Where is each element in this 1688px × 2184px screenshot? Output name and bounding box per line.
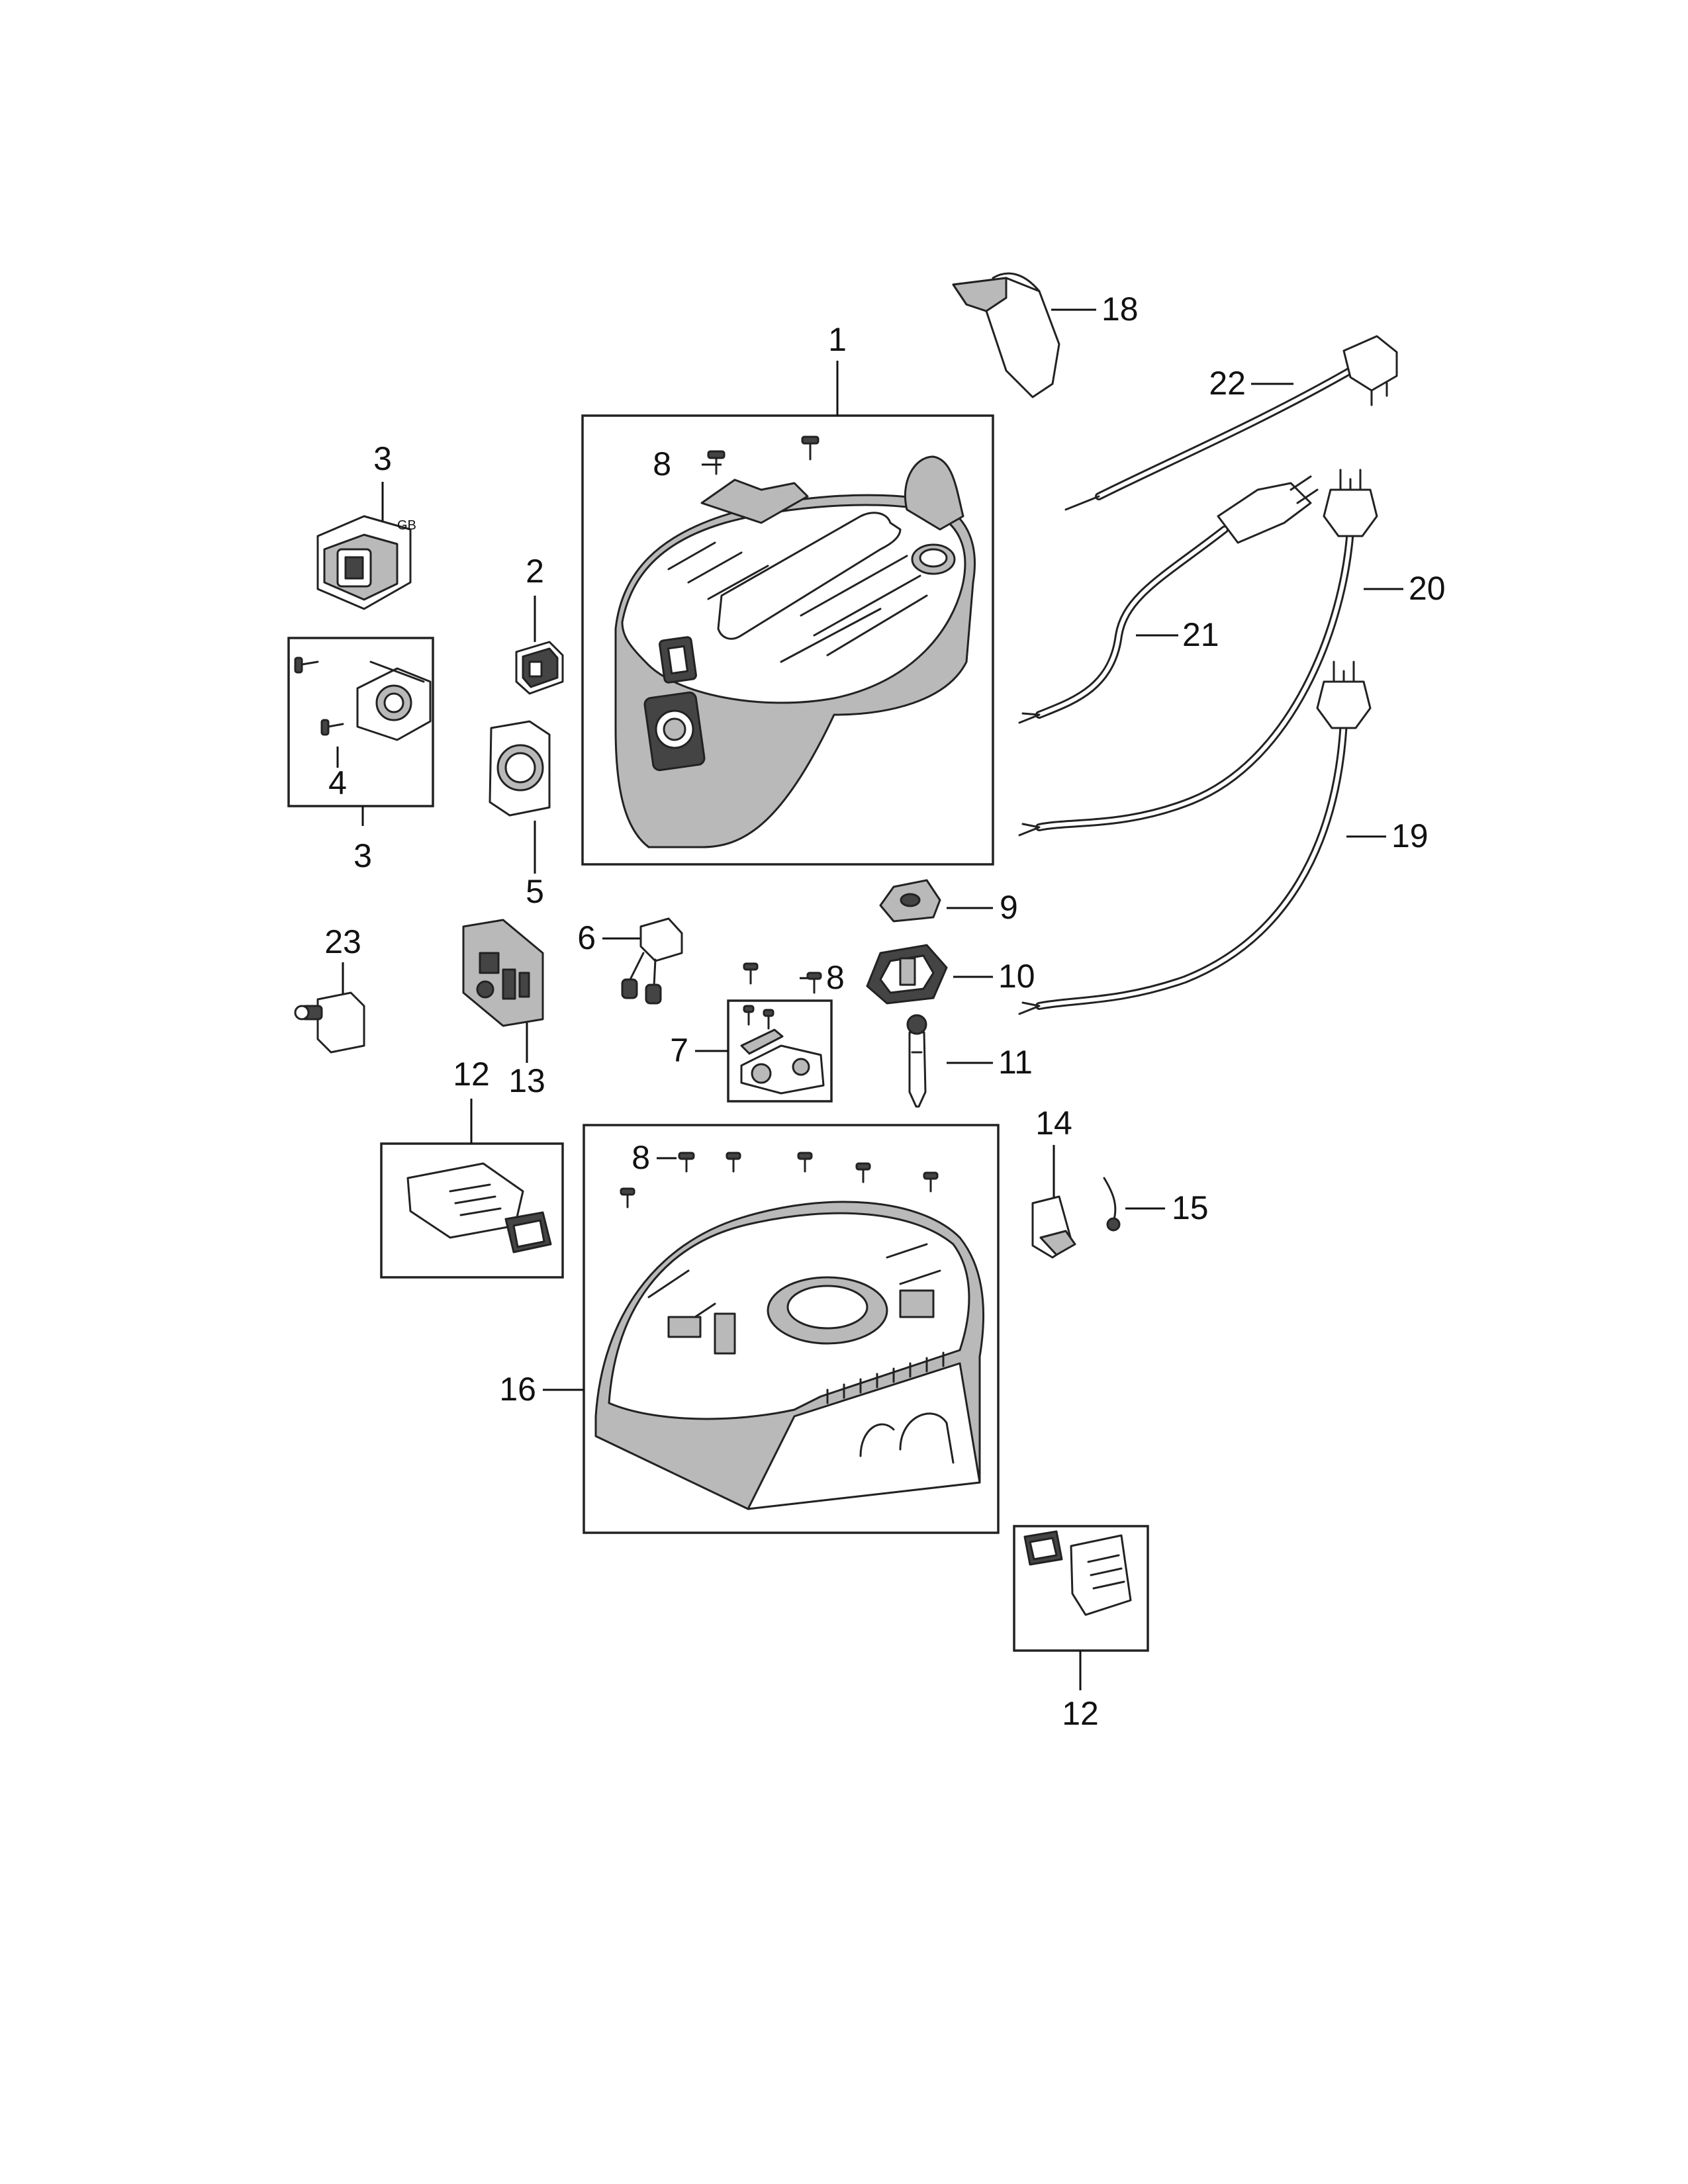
- part-label-8-top: 8: [653, 445, 671, 482]
- part-label-12-left: 12: [453, 1056, 490, 1093]
- mounting-plate-part-5: [489, 720, 551, 817]
- part-label-18: 18: [1102, 291, 1139, 328]
- part-label-11: 11: [998, 1044, 1033, 1081]
- part-label-15: 15: [1172, 1189, 1209, 1226]
- part-label-21: 21: [1182, 616, 1219, 653]
- assembly-box-base: [583, 1124, 1000, 1534]
- cap-part-9: [879, 879, 941, 923]
- circuit-board-part-13: [462, 919, 544, 1027]
- part-label-2: 2: [526, 553, 544, 590]
- holder-part-10: [866, 944, 948, 1005]
- handle-clip-part: [952, 272, 1060, 398]
- part-label-22: 22: [1209, 365, 1246, 402]
- cable-part-22: [1064, 335, 1398, 511]
- cable-part-21: [1018, 475, 1319, 724]
- assembly-box-socket: [287, 637, 434, 807]
- part-label-19: 19: [1391, 817, 1429, 854]
- pin-part-11: [906, 1014, 927, 1108]
- screw-icon: [294, 657, 344, 736]
- part-label-14: 14: [1035, 1105, 1072, 1142]
- carbon-brush-part-6: [621, 917, 683, 1005]
- cable-part-20: [1018, 469, 1378, 837]
- spring-part-15: [1103, 1177, 1121, 1232]
- part-label-8-mid: 8: [826, 959, 845, 996]
- switch-part-2: [515, 641, 564, 695]
- part-label-1: 1: [828, 321, 847, 358]
- screw-icon: [707, 435, 820, 475]
- part-label-16: 16: [499, 1371, 536, 1408]
- socket-assembly-part: [356, 660, 432, 741]
- part-label-4: 4: [328, 764, 347, 801]
- socket-part-3: [316, 515, 412, 610]
- part-label-23: 23: [324, 923, 361, 960]
- motor-base-part-16: [594, 1201, 985, 1510]
- leader-lines: [336, 308, 1403, 1690]
- part-label-10: 10: [998, 958, 1035, 995]
- screw-icon: [743, 962, 822, 994]
- part-label-6: 6: [577, 919, 596, 956]
- assembly-box-top-cover: [581, 414, 994, 866]
- part-label-12-right: 12: [1062, 1695, 1099, 1732]
- part-label-7: 7: [670, 1032, 688, 1069]
- cable-part-19: [1018, 660, 1372, 1015]
- top-cover-part: [614, 455, 976, 848]
- part-label-3-box: 3: [353, 837, 372, 874]
- part-label-13: 13: [508, 1062, 545, 1099]
- clip-part-14: [1031, 1195, 1076, 1259]
- screw-icon: [620, 1152, 939, 1208]
- filter-cover-part-12: [406, 1162, 552, 1253]
- gb-marking: GB: [397, 518, 416, 533]
- filter-cover-part-12-right: [1023, 1530, 1132, 1616]
- connector-part-23: [294, 991, 365, 1054]
- part-label-5: 5: [526, 873, 544, 910]
- part-label-20: 20: [1409, 570, 1446, 607]
- part-label-9: 9: [1000, 889, 1018, 926]
- part-label-3-top: 3: [373, 440, 392, 477]
- part-label-8-base: 8: [632, 1139, 650, 1176]
- brush-holder-part-7: [740, 1005, 825, 1095]
